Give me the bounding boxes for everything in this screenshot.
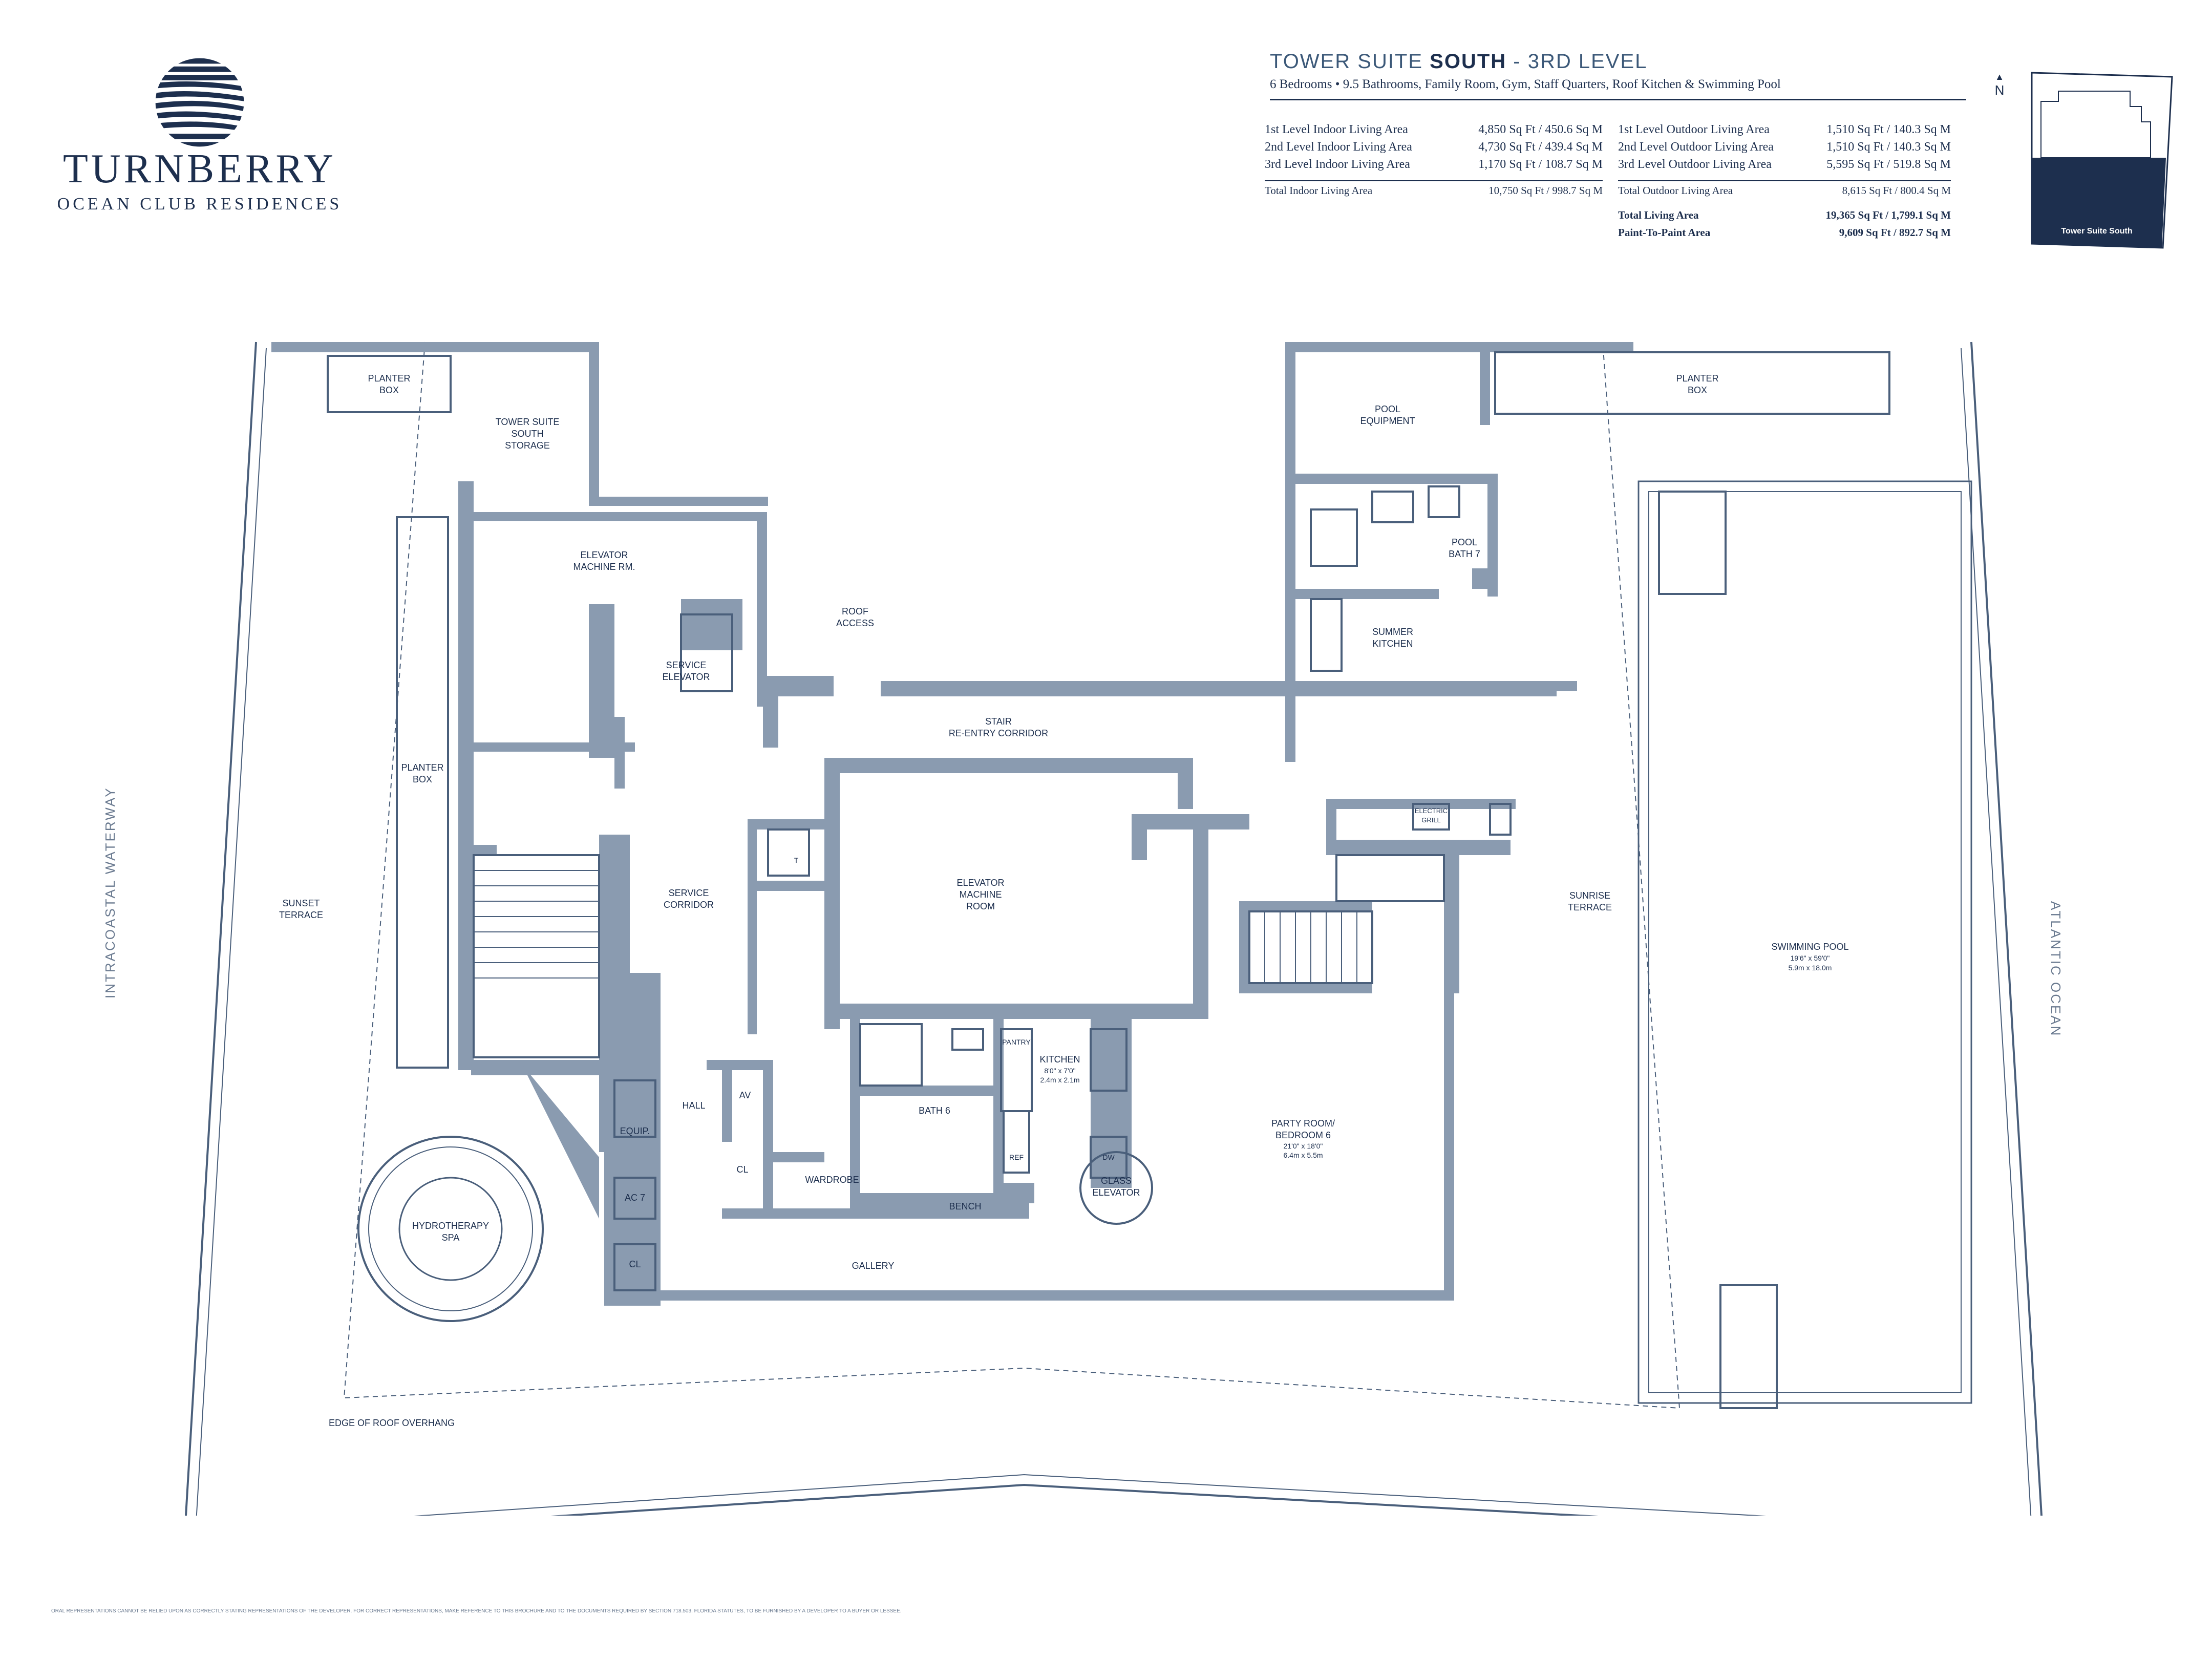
outdoor-area-row: 1st Level Outdoor Living Area 1,510 Sq Ft… [1618, 123, 1951, 140]
outdoor-area-value: 1,510 Sq Ft / 140.3 Sq M [1826, 123, 1951, 136]
atlantic-ocean-label: ATLANTIC OCEAN [2048, 901, 2064, 1037]
room-wardrobe: WARDROBE [805, 1175, 859, 1185]
north-label: N [1994, 82, 2005, 98]
title-prefix: TOWER SUITE [1270, 50, 1430, 73]
brand-block: TURNBERRY OCEAN CLUB RESIDENCES [56, 148, 343, 214]
room-dw: DW [1102, 1153, 1115, 1161]
outdoor-total-value: 8,615 Sq Ft / 800.4 Sq M [1842, 184, 1951, 197]
total-area-row: Paint-To-Paint Area 9,609 Sq Ft / 892.7 S… [1618, 226, 1951, 244]
total-area-row: Total Living Area 19,365 Sq Ft / 1,799.1 … [1618, 209, 1951, 226]
indoor-total-row: Total Indoor Living Area 10,750 Sq Ft / … [1265, 180, 1603, 202]
outdoor-area-row: 2nd Level Outdoor Living Area 1,510 Sq Ft… [1618, 140, 1951, 158]
outdoor-area-value: 1,510 Sq Ft / 140.3 Sq M [1826, 140, 1951, 154]
toilet-label: T [794, 856, 799, 864]
room-cl-1: CL [629, 1259, 641, 1269]
outdoor-area-label: 3rd Level Outdoor Living Area [1618, 158, 1772, 171]
roof-overhang-label: EDGE OF ROOF OVERHANG [329, 1418, 455, 1428]
indoor-area-value: 1,170 Sq Ft / 108.7 Sq M [1478, 158, 1603, 171]
outdoor-total-label: Total Outdoor Living Area [1618, 184, 1733, 197]
room-bath6: BATH 6 [919, 1105, 950, 1116]
room-equip: EQUIP. [620, 1126, 650, 1136]
room-bench: BENCH [949, 1201, 981, 1211]
page-subtitle: 6 Bedrooms • 9.5 Bathrooms, Family Room,… [1270, 77, 1781, 91]
room-hall: HALL [682, 1100, 705, 1111]
keyplan-label: Tower Suite South [2061, 227, 2132, 236]
total-area-value: 19,365 Sq Ft / 1,799.1 Sq M [1825, 209, 1951, 221]
room-gallery: GALLERY [852, 1261, 895, 1271]
indoor-area-value: 4,850 Sq Ft / 450.6 Sq M [1478, 123, 1603, 136]
total-area-label: Total Living Area [1618, 209, 1699, 221]
indoor-total-value: 10,750 Sq Ft / 998.7 Sq M [1488, 184, 1603, 197]
total-area-value: 9,609 Sq Ft / 892.7 Sq M [1839, 226, 1951, 239]
intracoastal-waterway-label: INTRACOASTAL WATERWAY [102, 786, 118, 998]
room-ref: REF [1009, 1153, 1024, 1161]
total-area-label: Paint-To-Paint Area [1618, 226, 1711, 239]
room-av: AV [739, 1090, 751, 1100]
indoor-area-label: 2nd Level Indoor Living Area [1265, 140, 1412, 154]
indoor-area-row: 1st Level Indoor Living Area 4,850 Sq Ft … [1265, 123, 1603, 140]
indoor-area-value: 4,730 Sq Ft / 439.4 Sq M [1478, 140, 1603, 154]
disclaimer: ORAL REPRESENTATIONS CANNOT BE RELIED UP… [51, 1608, 902, 1614]
room-pantry: PANTRY [1002, 1038, 1031, 1046]
key-plan: Tower Suite South [2031, 72, 2173, 249]
brand-name: TURNBERRY [62, 146, 337, 192]
room-cl-2: CL [736, 1164, 748, 1175]
outdoor-total-row: Total Outdoor Living Area 8,615 Sq Ft / … [1618, 180, 1951, 202]
header-rule [1270, 99, 1966, 100]
room-ac7: AC 7 [625, 1193, 645, 1203]
outdoor-area-label: 2nd Level Outdoor Living Area [1618, 140, 1774, 154]
indoor-area-label: 1st Level Indoor Living Area [1265, 123, 1408, 136]
header: TOWER SUITE SOUTH - 3RD LEVEL 6 Bedrooms… [1270, 50, 1966, 100]
page-title: TOWER SUITE SOUTH - 3RD LEVEL [1270, 50, 1966, 73]
indoor-area-row: 2nd Level Indoor Living Area 4,730 Sq Ft … [1265, 140, 1603, 158]
outdoor-area-row: 3rd Level Outdoor Living Area 5,595 Sq Ft… [1618, 158, 1951, 175]
north-arrow-icon: ▲ N [1992, 72, 2007, 98]
indoor-area-label: 3rd Level Indoor Living Area [1265, 158, 1410, 171]
outdoor-area-value: 5,595 Sq Ft / 519.8 Sq M [1826, 158, 1951, 171]
outdoor-area-label: 1st Level Outdoor Living Area [1618, 123, 1770, 136]
title-bold: SOUTH [1430, 50, 1507, 73]
brand-subtitle: OCEAN CLUB RESIDENCES [57, 195, 343, 214]
indoor-total-label: Total Indoor Living Area [1265, 184, 1373, 197]
indoor-area-row: 3rd Level Indoor Living Area 1,170 Sq Ft … [1265, 158, 1603, 175]
turnberry-logo-icon [155, 58, 244, 147]
indoor-area-table: 1st Level Indoor Living Area 4,850 Sq Ft … [1265, 123, 1603, 202]
outdoor-area-table: 1st Level Outdoor Living Area 1,510 Sq Ft… [1618, 123, 1951, 244]
title-suffix: - 3RD LEVEL [1506, 50, 1648, 73]
